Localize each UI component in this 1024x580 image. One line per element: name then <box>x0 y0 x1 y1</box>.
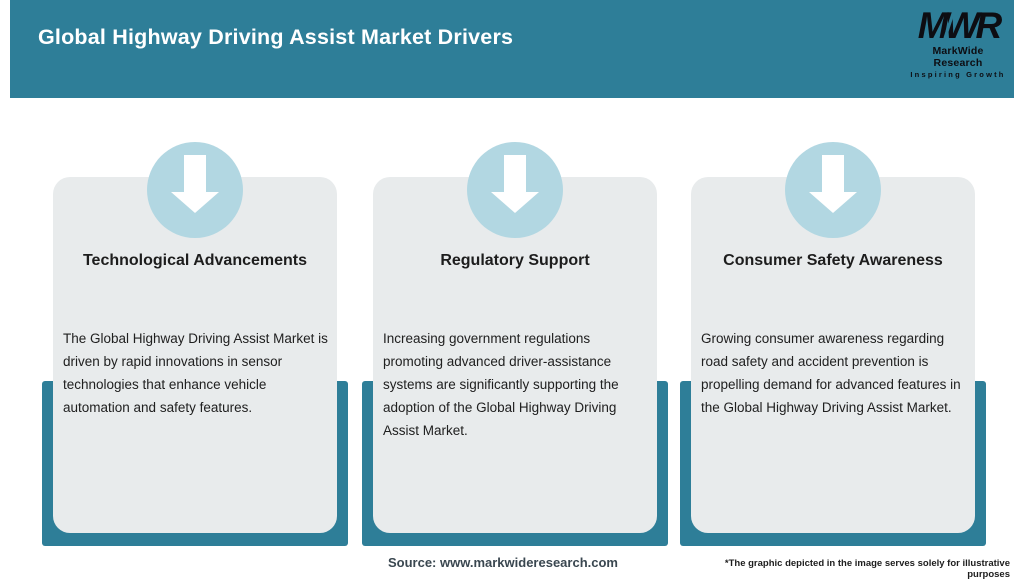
card-description: Growing consumer awareness regarding roa… <box>701 331 961 415</box>
logo-name: MarkWide Research <box>932 45 984 69</box>
card-title: Consumer Safety Awareness <box>723 252 943 269</box>
markwide-research-logo: MWR MarkWide Research Inspiring Growth <box>908 7 1008 79</box>
page-title: Global Highway Driving Assist Market Dri… <box>38 25 514 49</box>
logo-tagline: Inspiring Growth <box>910 70 1006 79</box>
arrow-down-icon <box>467 142 563 238</box>
source-text: Source: www.markwideresearch.com <box>387 555 618 570</box>
logo-acronym-text: MWR <box>917 5 1002 46</box>
card-title: Technological Advancements <box>82 252 308 269</box>
arrow-down-icon <box>785 142 881 238</box>
driver-card-regulatory-support: Regulatory Support Increasing government… <box>362 0 668 576</box>
logo-acronym: MWR <box>917 5 1002 46</box>
card-description: The Global Highway Driving Assist Market… <box>63 331 328 415</box>
disclaimer-text: *The graphic depicted in the image serve… <box>724 558 1010 580</box>
driver-card-consumer-safety-awareness: Consumer Safety Awareness Growing consum… <box>680 0 986 576</box>
card-title: Regulatory Support <box>440 252 590 269</box>
card-description: Increasing government regulations promot… <box>383 331 619 438</box>
header-band: Global Highway Driving Assist Market Dri… <box>10 0 1014 98</box>
arrow-down-icon <box>147 142 243 238</box>
driver-card-technological-advancements: Technological Advancements The Global Hi… <box>42 0 348 576</box>
